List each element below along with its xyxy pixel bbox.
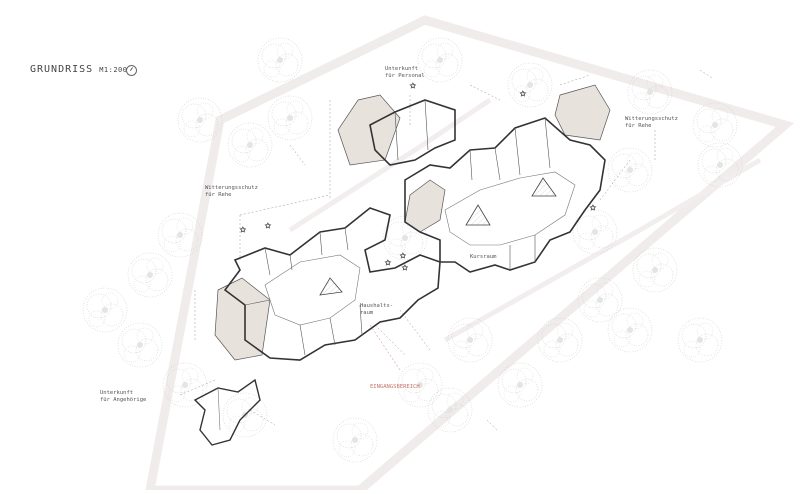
plan-title: GRUNDRISS M1:200 [30, 64, 127, 75]
north-arrow-icon [126, 65, 137, 76]
label-weather-shelter-left: Witterungsschutz für Rehe [205, 185, 258, 198]
label-relatives-housing: Unterkunft für Angehörige [100, 390, 147, 403]
plan-scale: M1:200 [99, 66, 128, 74]
label-entrance-area: EINGANGSBEREICH [370, 384, 420, 390]
building-left-wing [223, 207, 441, 361]
star-icon: ✩ [264, 222, 271, 230]
label-weather-shelter-right: Witterungsschutz für Rehe [625, 116, 678, 129]
star-icon: ✩ [399, 252, 406, 260]
star-icon: ✩ [589, 204, 596, 212]
plan-title-text: GRUNDRISS [30, 64, 94, 75]
star-markers: ✩ ✩ ✩ ✩ ✩ ✩ ✩ ✩ [239, 82, 597, 273]
building-right-wing [369, 99, 606, 273]
star-icon: ✩ [409, 82, 416, 90]
star-icon: ✩ [519, 90, 526, 98]
roof-triangles [319, 177, 557, 296]
site-boundary [144, 15, 795, 494]
relatives-building [193, 378, 261, 446]
star-icon: ✩ [401, 264, 408, 272]
guide-lines [179, 69, 713, 431]
accent-volumes [214, 84, 611, 361]
star-icon: ✩ [239, 226, 246, 234]
label-household-room: Haushalts- raum [360, 303, 394, 316]
star-icon: ✩ [384, 259, 391, 267]
label-course-room: Kursraum [470, 254, 497, 260]
room-partitions [244, 99, 551, 356]
entrance-axis [369, 324, 401, 371]
label-staff-housing: Unterkunft für Personal [385, 66, 425, 79]
